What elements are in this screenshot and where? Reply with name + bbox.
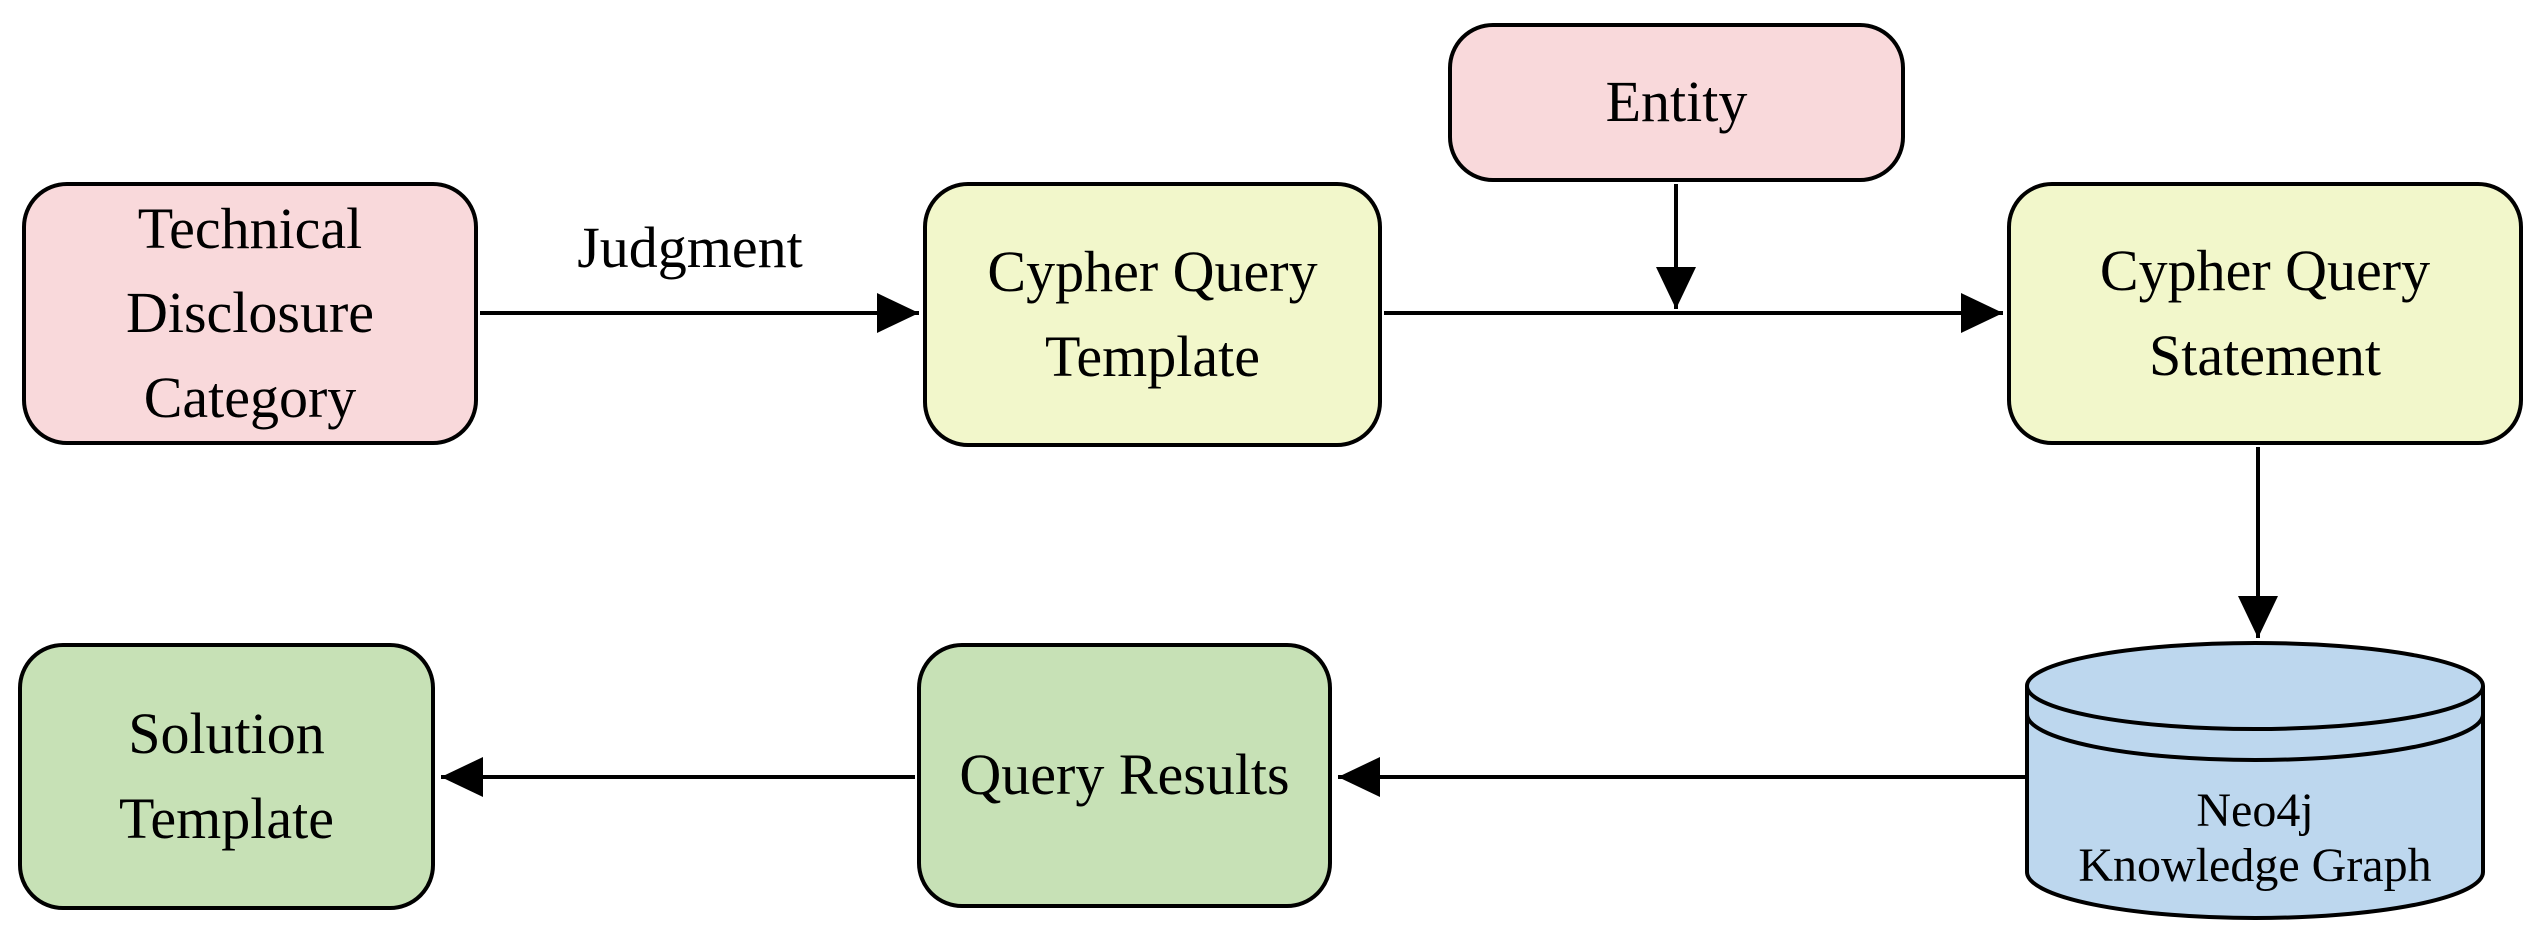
- node-neo4j-knowledge-graph: [2025, 641, 2485, 920]
- cylinder-body: [2025, 686, 2485, 920]
- node-query-results: Query Results: [917, 643, 1332, 908]
- node-technical-disclosure-category-label: Technical Disclosure Category: [125, 196, 375, 430]
- node-cypher-query-statement: Cypher Query Statement: [2007, 182, 2523, 445]
- node-cypher-query-template: Cypher Query Template: [923, 182, 1382, 447]
- node-technical-disclosure-category: Technical Disclosure Category: [22, 182, 478, 445]
- node-solution-template-label: Solution Template: [119, 701, 334, 851]
- node-query-results-label: Query Results: [959, 742, 1290, 808]
- node-solution-template: Solution Template: [18, 643, 435, 910]
- node-neo4j-knowledge-graph-label: Neo4j Knowledge Graph: [2078, 784, 2432, 893]
- edge-label-judgment: Judgment: [577, 215, 803, 280]
- node-entity-label: Entity: [1605, 69, 1748, 135]
- cylinder-lid-line: [2025, 713, 2485, 762]
- cylinder-top: [2025, 641, 2485, 731]
- node-cypher-query-statement-label: Cypher Query Statement: [2099, 238, 2431, 388]
- node-entity: Entity: [1448, 23, 1905, 182]
- node-cypher-query-template-label: Cypher Query Template: [987, 239, 1318, 389]
